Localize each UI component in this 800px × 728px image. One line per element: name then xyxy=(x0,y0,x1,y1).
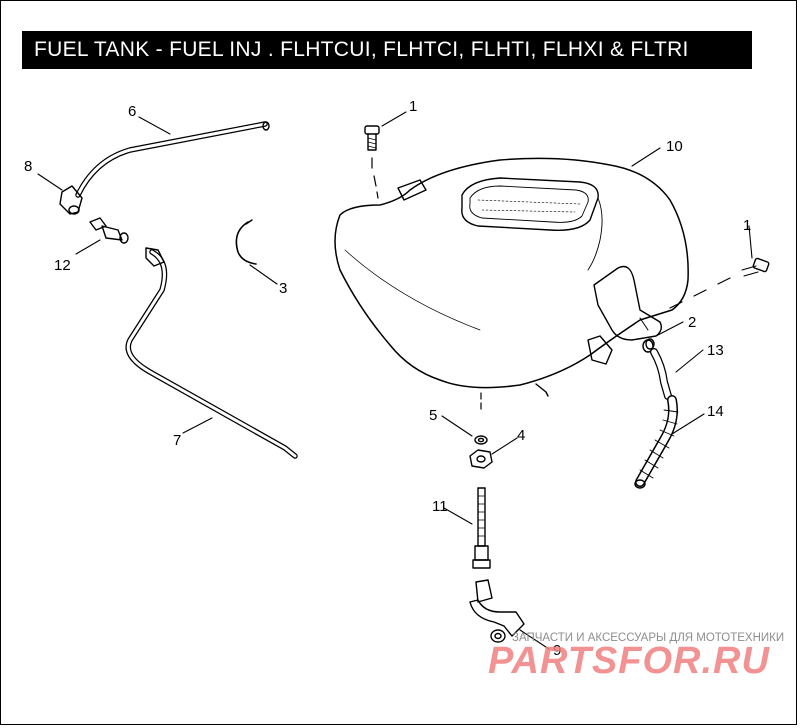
callout-4: 4 xyxy=(517,427,525,444)
watermark-logo: PARTSFOR.RU xyxy=(488,640,770,682)
part-6-vent-tube xyxy=(75,121,270,198)
callout-7: 7 xyxy=(173,432,181,449)
part-2-clamp xyxy=(642,338,655,353)
callout-3: 3 xyxy=(279,280,287,297)
part-8-elbow-fitting xyxy=(59,185,83,215)
part-12-valve xyxy=(89,217,129,244)
callout-1-top: 1 xyxy=(409,98,417,115)
part-4-nut xyxy=(469,449,493,469)
leader-lines xyxy=(37,111,753,650)
part-14-drain-hose xyxy=(634,395,679,489)
callout-12: 12 xyxy=(54,257,71,274)
diagram-title: FUEL TANK - FUEL INJ . FLHTCUI, FLHTCI, … xyxy=(22,31,752,69)
callout-1-right: 1 xyxy=(743,217,751,234)
callout-10: 10 xyxy=(666,138,683,155)
watermark-tagline: ЗАПЧАСТИ И АКСЕССУАРЫ ДЛЯ МОТОТЕХНИКИ xyxy=(512,632,785,644)
part-11-fuel-line xyxy=(472,487,491,569)
callout-11: 11 xyxy=(432,498,448,515)
part-5-washer xyxy=(474,435,488,445)
part-9-fitting xyxy=(469,579,525,643)
part-1-screw-right xyxy=(669,257,770,309)
callout-6: 6 xyxy=(128,103,136,120)
callout-2: 2 xyxy=(688,314,696,331)
callout-5: 5 xyxy=(429,407,437,424)
callout-9: 9 xyxy=(553,642,561,659)
callout-8: 8 xyxy=(24,158,32,175)
callout-14: 14 xyxy=(707,403,724,420)
part-3-clip xyxy=(235,219,257,265)
callout-13: 13 xyxy=(707,342,724,359)
part-10-fuel-tank xyxy=(334,157,689,397)
part-13-hose xyxy=(650,348,672,400)
part-7-vent-tube xyxy=(125,247,298,459)
part-1-screw-top xyxy=(364,125,380,199)
